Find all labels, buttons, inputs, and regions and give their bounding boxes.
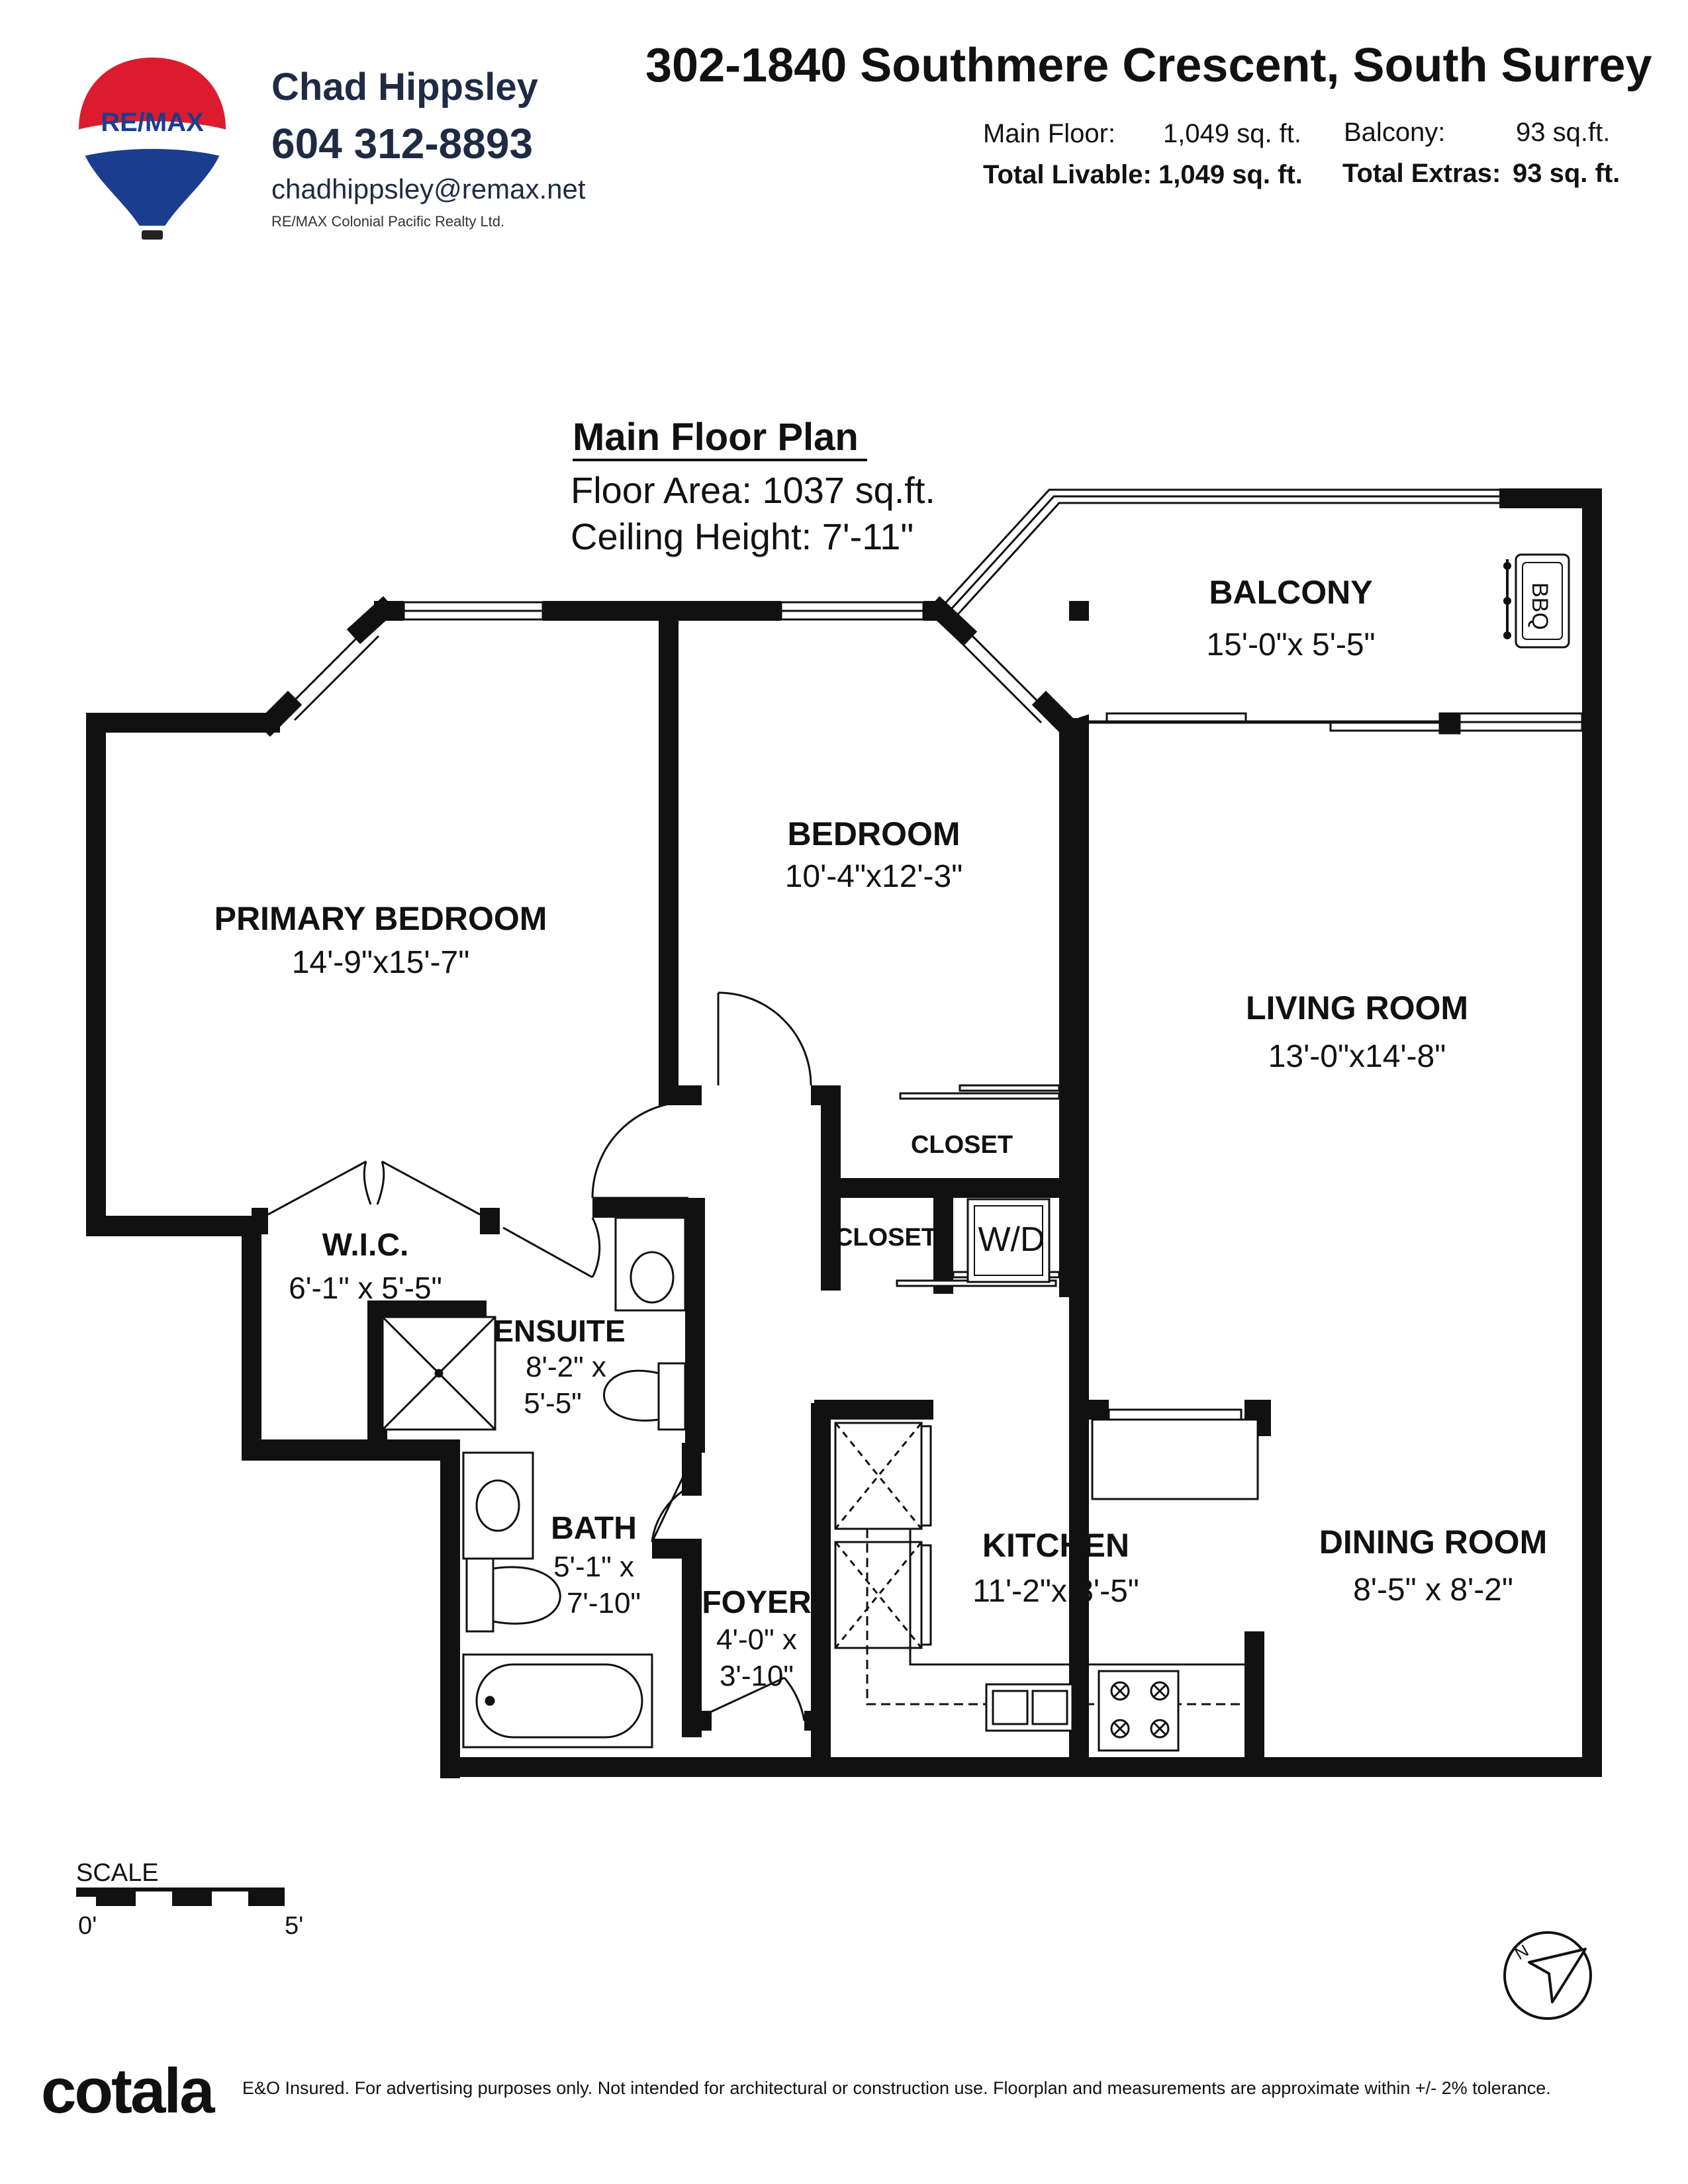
closet-1-label: CLOSET <box>911 1131 1013 1159</box>
closet-2-label: CLOSET <box>835 1224 937 1251</box>
floor-area: Floor Area: 1037 sq.ft. <box>571 469 935 511</box>
primary-bedroom-dims: 14'-9"x15'-7" <box>292 945 470 980</box>
ensuite-fixtures <box>381 1216 686 1431</box>
total-livable-label: Total Livable: <box>983 160 1152 189</box>
bath-fixtures <box>462 1451 653 1749</box>
foyer-dims-2: 3'-10" <box>720 1660 794 1692</box>
remax-balloon-logo: RE/MAX <box>77 56 228 240</box>
ensuite-dims-1: 8'-2" x <box>526 1351 606 1383</box>
diagonal-walls <box>256 596 1084 743</box>
cotala-logo: cotala <box>41 2056 214 2126</box>
bath-dims-2: 7'-10" <box>567 1587 641 1619</box>
foyer-name: FOYER <box>702 1585 811 1620</box>
room-labels: BALCONY BEDROOM PRIMARY BEDROOM LIVING R… <box>214 574 1548 1620</box>
windows <box>402 601 1583 732</box>
agent-phone: 604 312-8893 <box>271 120 534 167</box>
living-room-name: LIVING ROOM <box>1246 989 1468 1026</box>
remax-logo-text: RE/MAX <box>101 108 204 137</box>
bath-dims-1: 5'-1" x <box>553 1551 634 1583</box>
ceiling-height: Ceiling Height: 7'-11" <box>571 516 914 557</box>
balcony-name: BALCONY <box>1209 574 1372 611</box>
bbq-label: BBQ <box>1527 582 1552 630</box>
balcony-label: Balcony: <box>1344 118 1446 147</box>
bath-name: BATH <box>551 1511 637 1546</box>
bbq-grill: BBQ <box>1503 553 1570 649</box>
primary-bedroom-name: PRIMARY BEDROOM <box>214 900 547 937</box>
compass-icon: N <box>1503 1931 1592 2020</box>
agent-email: chadhippsley@remax.net <box>271 173 586 205</box>
bedroom-name: BEDROOM <box>787 815 960 852</box>
ensuite-dims-2: 5'-5" <box>524 1387 582 1420</box>
scale-label: SCALE <box>76 1859 159 1887</box>
agent-company: RE/MAX Colonial Pacific Realty Ltd. <box>271 213 505 230</box>
living-room-dims: 13'-0"x14'-8" <box>1268 1039 1446 1074</box>
main-floor-value: 1,049 sq. ft. <box>1163 119 1302 148</box>
total-extras-label: Total Extras: <box>1342 159 1501 188</box>
total-livable-value: 1,049 sq. ft. <box>1158 160 1303 189</box>
bedroom-dims: 10'-4"x12'-3" <box>785 859 963 894</box>
foyer-dims-1: 4'-0" x <box>716 1623 797 1656</box>
wd-label: W/D <box>978 1220 1045 1259</box>
diagonal-windows <box>282 626 1051 724</box>
scale-end: 5' <box>285 1912 303 1940</box>
kitchen-dims: 11'-2"x 8'-5" <box>972 1574 1139 1609</box>
ensuite-name: ENSUITE <box>493 1314 625 1348</box>
kitchen-name: KITCHEN <box>982 1527 1129 1564</box>
wic-name: W.I.C. <box>322 1228 409 1263</box>
balcony-sliding-door <box>1084 712 1461 735</box>
balcony-value: 93 sq.ft. <box>1516 118 1611 147</box>
disclaimer-text: E&O Insured. For advertising purposes on… <box>242 2078 1551 2098</box>
total-extras-value: 93 sq. ft. <box>1513 159 1620 188</box>
dining-room-dims: 8'-5" x 8'-2" <box>1353 1572 1513 1608</box>
kitchen-fixtures <box>834 1408 1259 1752</box>
door-swings <box>267 991 812 1722</box>
agent-name: Chad Hippsley <box>271 66 538 109</box>
washer-dryer <box>966 1198 1051 1283</box>
room-dimensions: 15'-0"x 5'-5" 10'-4"x12'-3" 14'-9"x15'-7… <box>289 627 1513 1692</box>
wic-dims: 6'-1" x 5'-5" <box>289 1271 442 1305</box>
property-address: 302-1840 Southmere Crescent, South Surre… <box>645 39 1652 92</box>
scale-start: 0' <box>78 1912 97 1940</box>
plan-title: Main Floor Plan <box>573 416 859 459</box>
main-floor-label: Main Floor: <box>983 119 1116 148</box>
scale-bar <box>76 1888 285 1906</box>
balcony-dims: 15'-0"x 5'-5" <box>1206 627 1375 662</box>
dining-room-name: DINING ROOM <box>1319 1524 1547 1561</box>
balcony-railing <box>939 488 1499 621</box>
